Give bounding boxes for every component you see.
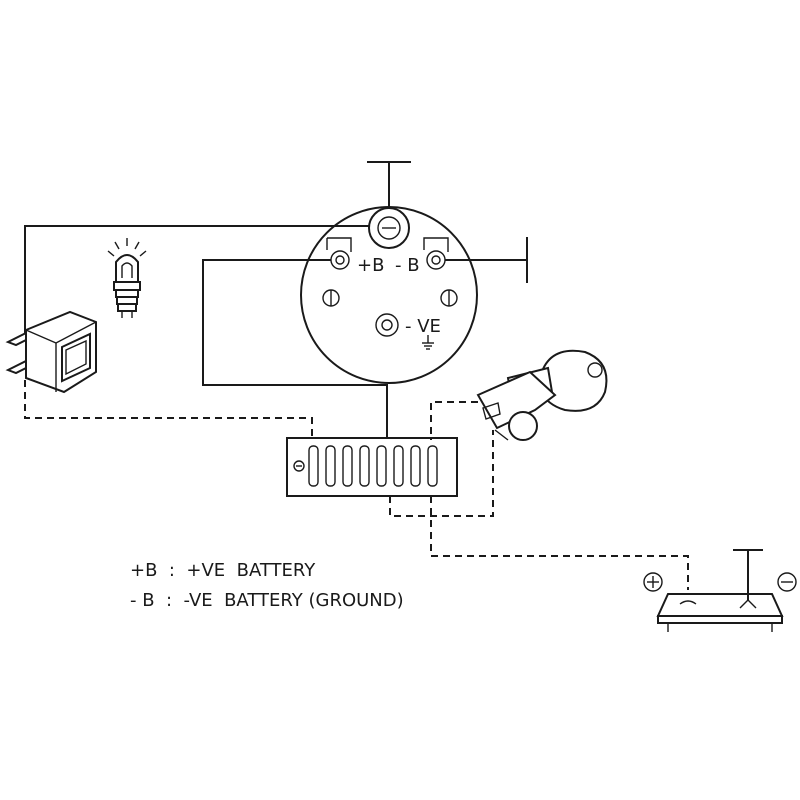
legend: +B : +VE BATTERY - B : -VE BATTERY (GROU… [130, 560, 404, 611]
wire-fuse-battery-dashed [430, 496, 689, 590]
switch-rocker [61, 332, 91, 383]
fuse-slot [427, 445, 438, 487]
battery-top [656, 593, 784, 617]
bulb-icon [107, 238, 147, 318]
rocker-switch [5, 310, 97, 394]
wire-switch-fuse-dashed [24, 380, 313, 440]
fuse-slot [325, 445, 336, 487]
fuse-slot [393, 445, 404, 487]
wire-ignition-fuse-dashed [430, 401, 478, 440]
ground-stud [375, 313, 399, 337]
plus-icon [643, 572, 663, 592]
legend-line-neg-b: - B : -VE BATTERY (GROUND) [130, 590, 404, 611]
terminal-pos-b [326, 237, 352, 270]
label-ground-ve: - VE [405, 316, 441, 337]
battery-body [657, 615, 783, 624]
fuse-slot [308, 445, 319, 487]
minus-icon [777, 572, 797, 592]
ignition-key-icon [476, 349, 608, 441]
fuse-slot [359, 445, 370, 487]
gauge: +B - B - VE [300, 206, 478, 384]
fuse-slot [342, 445, 353, 487]
wire-pos-b-fuse [202, 259, 388, 452]
fuse-block-screw [293, 460, 305, 472]
label-neg-b: - B [395, 255, 420, 276]
battery-post-positive [679, 600, 697, 605]
fuse-slot [376, 445, 387, 487]
battery [643, 572, 797, 632]
wire-lamp-switch [24, 225, 369, 333]
ground-symbol-icon [422, 335, 434, 350]
label-pos-b: +B [357, 255, 384, 276]
fuse-slot [410, 445, 421, 487]
fuse-block [286, 437, 458, 497]
legend-line-pos-b: +B : +VE BATTERY [130, 560, 316, 581]
